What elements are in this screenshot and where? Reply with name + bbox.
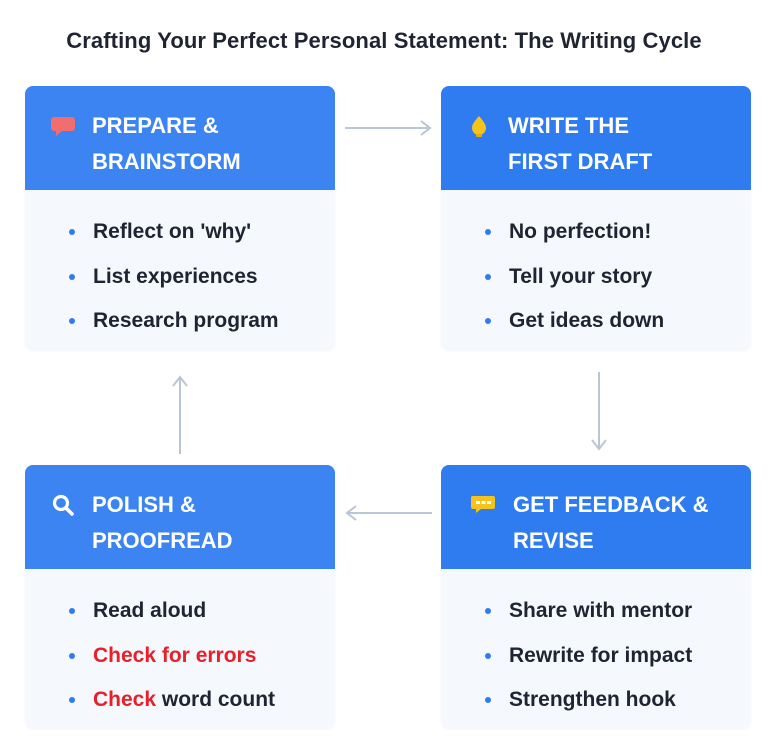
bullet-dot <box>69 608 75 614</box>
step-items: Read aloud Check for errors Check word c… <box>25 569 335 723</box>
item-text: word count <box>156 688 276 711</box>
list-item: Reflect on 'why' <box>67 210 335 255</box>
item-text: Read aloud <box>93 599 207 622</box>
step-heading-line: BRAINSTORM <box>92 149 241 174</box>
bullet-dot <box>485 229 491 235</box>
bullet-dot <box>69 318 75 324</box>
step-header: WRITE THE FIRST DRAFT <box>441 86 751 190</box>
item-text: No perfection! <box>509 220 652 243</box>
list-item: Strengthen hook <box>483 678 751 723</box>
list-item: Get ideas down <box>483 299 751 344</box>
bullet-dot <box>485 318 491 324</box>
step-heading-line: PROOFREAD <box>92 528 233 553</box>
list-item: No perfection! <box>483 210 751 255</box>
step-header: POLISH & PROOFREAD <box>25 465 335 569</box>
magnifier-icon <box>52 494 74 516</box>
step-heading-line: WRITE THE <box>508 113 629 138</box>
chat-icon <box>471 496 495 513</box>
step-card-prepare: PREPARE & BRAINSTORM Reflect on 'why' Li… <box>25 86 335 350</box>
item-text: Reflect on 'why' <box>93 220 252 243</box>
bullet-dot <box>485 697 491 703</box>
step-heading: PREPARE & BRAINSTORM <box>92 108 241 180</box>
arrow-right-icon <box>345 120 432 136</box>
step-heading-line: POLISH & <box>92 492 196 517</box>
step-items: Share with mentor Rewrite for impact Str… <box>441 569 751 723</box>
speech-bubble-icon <box>51 117 75 136</box>
step-items: Reflect on 'why' List experiences Resear… <box>25 190 335 344</box>
step-items: No perfection! Tell your story Get ideas… <box>441 190 751 344</box>
step-card-feedback: GET FEEDBACK & REVISE Share with mentor … <box>441 465 751 728</box>
step-heading-line: PREPARE & <box>92 113 219 138</box>
list-item: Research program <box>67 299 335 344</box>
item-text: Research program <box>93 309 279 332</box>
step-header: GET FEEDBACK & REVISE <box>441 465 751 569</box>
bullet-dot <box>485 608 491 614</box>
bullet-dot <box>69 273 75 280</box>
list-item: Check for errors <box>67 634 335 679</box>
list-item: Tell your story <box>483 255 751 300</box>
list-item: Read aloud <box>67 589 335 634</box>
step-header: PREPARE & BRAINSTORM <box>25 86 335 190</box>
step-heading-line: REVISE <box>513 528 594 553</box>
item-text: Get ideas down <box>509 309 665 332</box>
step-heading: GET FEEDBACK & REVISE <box>513 487 709 559</box>
item-text-highlight: Check for errors <box>93 643 257 667</box>
item-text: Share with mentor <box>509 599 693 622</box>
arrow-up-icon <box>172 375 188 454</box>
item-text: List experiences <box>93 264 258 288</box>
bullet-dot <box>69 697 75 703</box>
bullet-dot <box>69 229 75 235</box>
item-text: Strengthen hook <box>509 688 676 711</box>
list-item: List experiences <box>67 255 335 300</box>
item-text: Tell your story <box>509 264 653 288</box>
step-heading: WRITE THE FIRST DRAFT <box>508 108 652 180</box>
arrow-left-icon <box>345 505 432 521</box>
step-heading-line: GET FEEDBACK & <box>513 492 709 517</box>
list-item: Share with mentor <box>483 589 751 634</box>
list-item: Check word count <box>67 678 335 723</box>
bullet-dot <box>485 652 491 659</box>
diagram-title: Crafting Your Perfect Personal Statement… <box>66 28 702 53</box>
bullet-dot <box>485 273 491 280</box>
list-item: Rewrite for impact <box>483 634 751 679</box>
item-text-highlight: Check <box>93 688 157 711</box>
step-heading-line: FIRST DRAFT <box>508 149 653 174</box>
lightbulb-icon <box>472 116 486 137</box>
step-card-write: WRITE THE FIRST DRAFT No perfection! Tel… <box>441 86 751 350</box>
step-card-polish: POLISH & PROOFREAD Read aloud Check for … <box>25 465 335 728</box>
step-heading: POLISH & PROOFREAD <box>92 487 233 559</box>
bullet-dot <box>69 652 75 659</box>
item-text: Rewrite for impact <box>509 643 693 667</box>
arrow-down-icon <box>591 372 607 451</box>
